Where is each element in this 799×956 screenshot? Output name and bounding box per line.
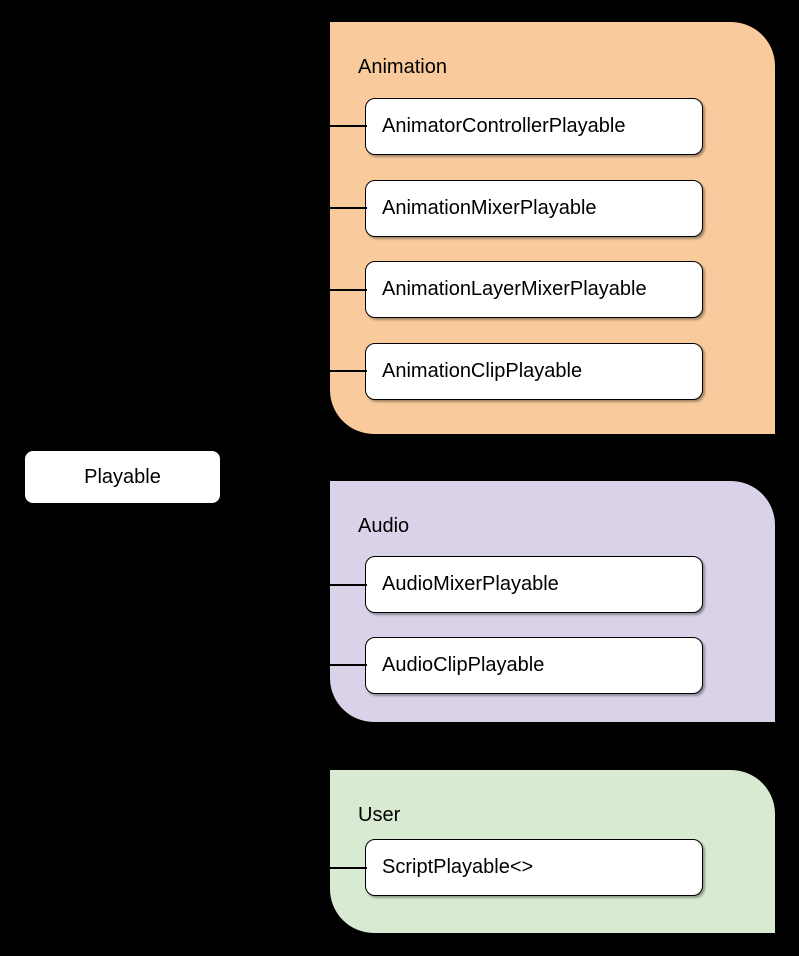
node-label: AnimatorControllerPlayable — [382, 115, 626, 137]
node-script-playable: ScriptPlayable<> — [365, 839, 703, 896]
group-animation-title: Animation — [358, 56, 447, 78]
group-audio-title: Audio — [358, 515, 410, 537]
node-animation-clip-playable: AnimationClipPlayable — [365, 343, 703, 400]
connector-playable-to-animation-mixer — [221, 207, 367, 209]
group-user: User ScriptPlayable<> — [330, 770, 775, 933]
node-playable: Playable — [23, 449, 222, 505]
connector-playable-to-audio-clip — [221, 664, 367, 666]
node-label: AudioMixerPlayable — [382, 573, 559, 595]
node-label: AudioClipPlayable — [382, 654, 545, 676]
node-label: ScriptPlayable<> — [382, 856, 534, 878]
node-label: AnimationMixerPlayable — [382, 197, 597, 219]
node-animation-mixer-playable: AnimationMixerPlayable — [365, 180, 703, 237]
group-user-title: User — [358, 804, 401, 826]
node-audio-clip-playable: AudioClipPlayable — [365, 637, 703, 694]
group-animation: Animation AnimatorControllerPlayable Ani… — [330, 22, 775, 434]
connector-playable-to-animator-controller — [221, 125, 367, 127]
connector-playable-to-animation-clip — [221, 370, 367, 372]
node-label: AnimationClipPlayable — [382, 360, 583, 382]
connector-playable-to-script-playable — [221, 867, 367, 869]
node-animation-layer-mixer-playable: AnimationLayerMixerPlayable — [365, 261, 703, 318]
node-animator-controller-playable: AnimatorControllerPlayable — [365, 98, 703, 155]
node-audio-mixer-playable: AudioMixerPlayable — [365, 556, 703, 613]
connector-playable-to-animation-layer-mixer — [221, 289, 367, 291]
connector-playable-to-audio-mixer — [221, 584, 367, 586]
group-audio: Audio AudioMixerPlayable AudioClipPlayab… — [330, 481, 775, 722]
node-label: AnimationLayerMixerPlayable — [382, 278, 647, 300]
node-playable-label: Playable — [84, 465, 161, 488]
